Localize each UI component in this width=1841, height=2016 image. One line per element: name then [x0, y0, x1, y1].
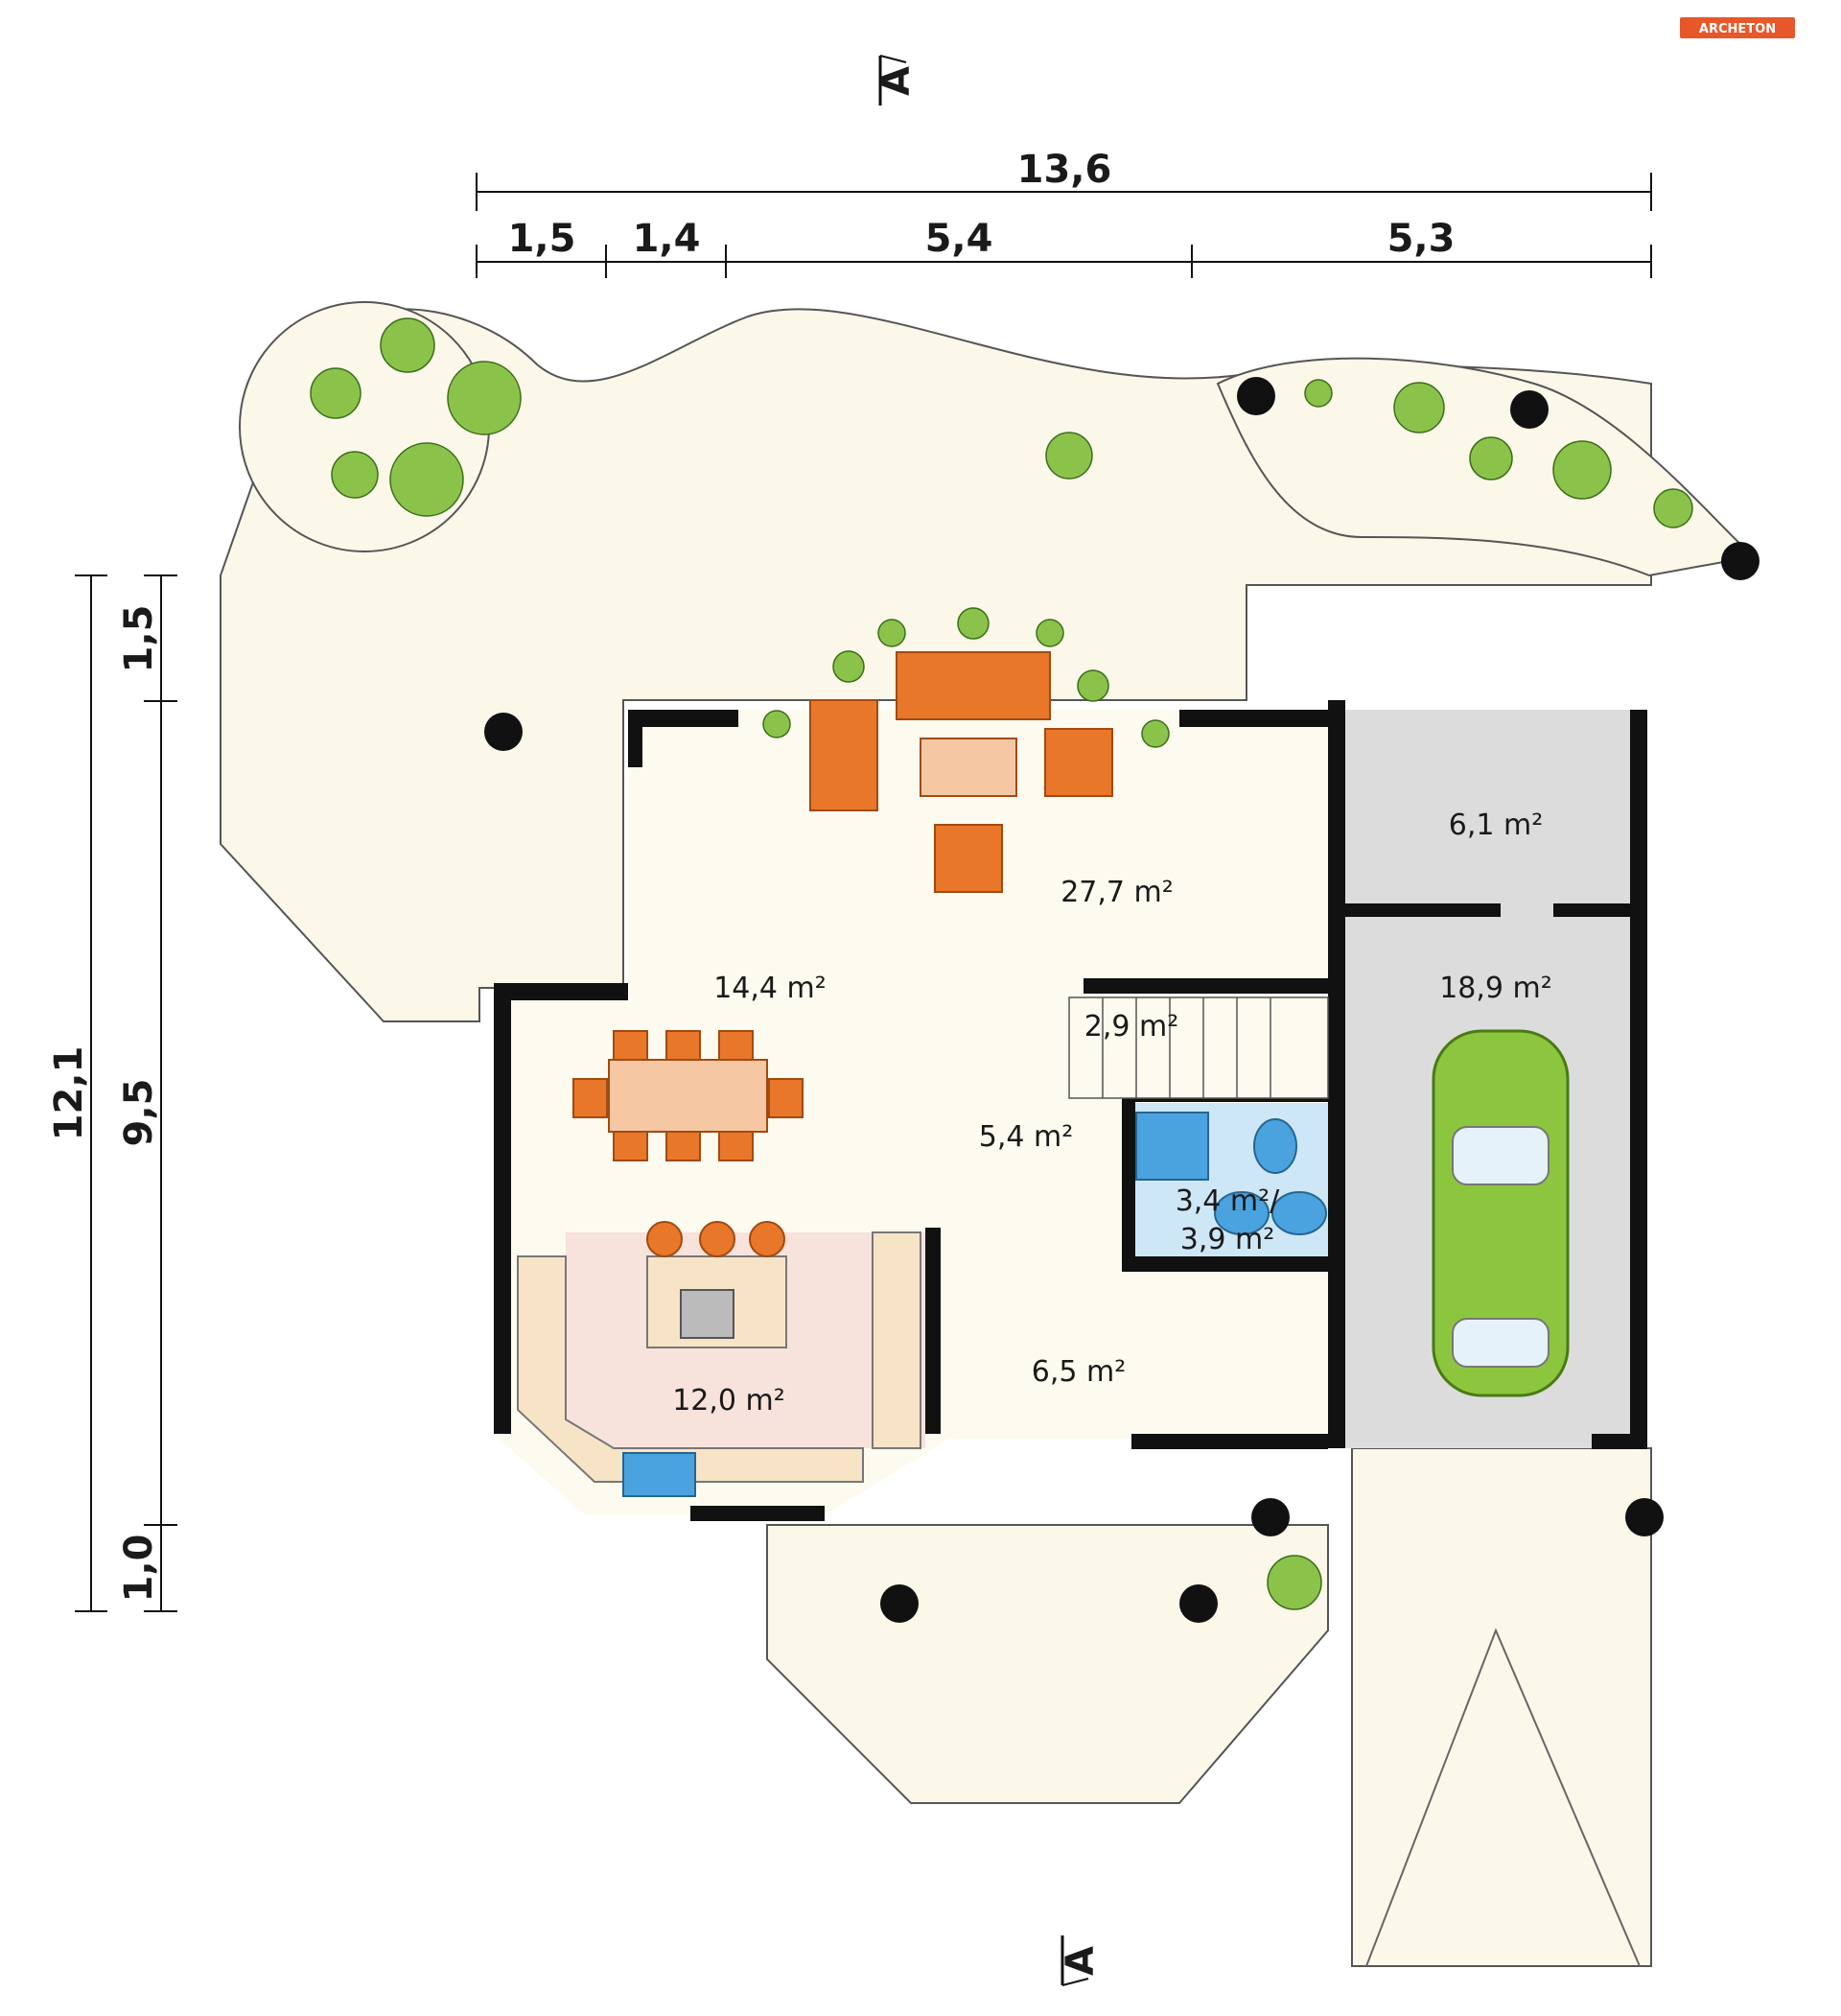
dim-left-2: 9,5: [117, 1079, 161, 1147]
dim-top-1: 1,5: [508, 217, 576, 261]
car-icon: [1432, 1029, 1570, 1397]
dim-total-depth: 12,1: [47, 1046, 91, 1141]
archeton-logo: ARCHETON: [1680, 17, 1795, 38]
section-marker-bottom: A: [1059, 1935, 1103, 1986]
logo-text: ARCHETON: [1699, 22, 1776, 36]
dim-top-2: 1,4: [633, 217, 701, 261]
front-terrace: [766, 1524, 1329, 1804]
dim-left-1: 1,5: [117, 605, 161, 673]
area-stairs: 2,9 m²: [1084, 1010, 1179, 1043]
dim-top-4: 5,3: [1387, 217, 1456, 261]
area-hall: 5,4 m²: [979, 1120, 1074, 1154]
cooktop-icon: [680, 1289, 734, 1339]
area-kitchen: 12,0 m²: [672, 1384, 785, 1418]
round-planter: [239, 301, 490, 552]
area-bathroom-line1: 3,4 m²/: [1176, 1184, 1280, 1218]
area-living-room: 27,7 m²: [1060, 876, 1174, 909]
staircase: [1068, 996, 1329, 1099]
shower-icon: [1135, 1112, 1209, 1181]
driveway: [1351, 1447, 1652, 1967]
section-label-top: A: [874, 66, 919, 96]
columns: [484, 377, 1759, 1623]
dim-left-3: 1,0: [117, 1535, 161, 1603]
toilet-icon: [1253, 1118, 1297, 1174]
area-entrance: 6,5 m²: [1032, 1355, 1127, 1389]
washbasin-icon: [1271, 1191, 1327, 1235]
driveway-lines: [1365, 1628, 1641, 1967]
left-dimensions: [75, 574, 177, 1612]
area-garage: 18,9 m²: [1439, 972, 1552, 1005]
dim-top-3: 5,4: [925, 217, 993, 261]
bathroom-fixtures: [1135, 1112, 1327, 1235]
dim-total-width: 13,6: [1017, 148, 1112, 192]
kitchen-furniture: [517, 1221, 921, 1497]
sink-icon: [622, 1452, 696, 1497]
area-dining-room: 14,4 m²: [713, 972, 827, 1005]
plants: [310, 317, 1693, 1610]
section-label-bottom: A: [1059, 1946, 1103, 1976]
area-boiler-room: 6,1 m²: [1449, 809, 1544, 842]
living-room-furniture: [809, 651, 1113, 893]
section-marker-top: A: [874, 55, 919, 105]
area-bathroom-line2: 3,9 m²: [1180, 1223, 1275, 1256]
dining-table: [572, 1030, 804, 1161]
top-dimensions: [476, 173, 1652, 278]
